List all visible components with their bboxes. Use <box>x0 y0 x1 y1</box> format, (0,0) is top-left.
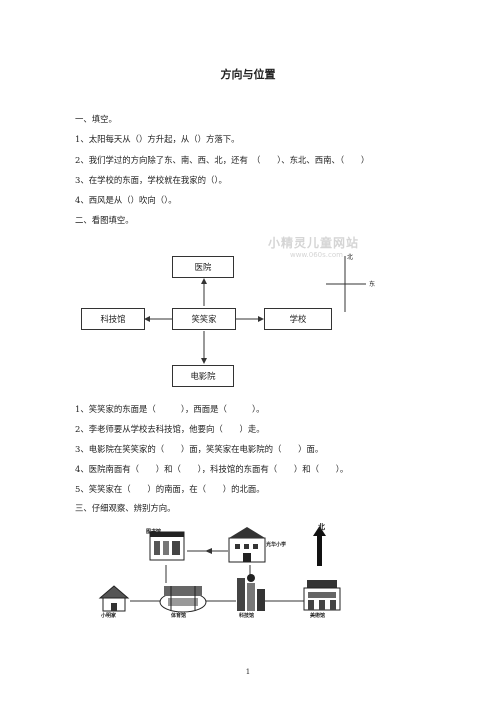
gallery-icon <box>303 580 341 611</box>
box-cinema: 电影院 <box>172 365 234 387</box>
page-title: 方向与位置 <box>220 68 276 81</box>
question-1-3: 3、在学校的东面，学校就在我家的（）。 <box>75 175 227 185</box>
section1-heading: 一、填空。 <box>75 114 117 124</box>
question-1-4: 4、西风是从（）吹向（）。 <box>75 195 177 205</box>
page-number: 1 <box>245 668 251 676</box>
arrow-library-icon <box>205 548 212 554</box>
box-home: 笑笑家 <box>172 308 236 330</box>
watermark-chinese: 小精灵儿童网站 <box>268 236 360 250</box>
box-museum: 科技馆 <box>81 308 145 330</box>
question-2-3: 3、电影院在笑笑家的（ ）面，笑笑家在电影院的（ ）面。 <box>75 444 324 454</box>
label-school: 光华小学 <box>266 542 287 548</box>
question-2-5: 5、笑笑家在（ ）的南面，在（ ）的北面。 <box>75 484 265 494</box>
section3-heading: 三、仔细观察、辨别方向。 <box>75 503 176 513</box>
library-building-icon <box>149 531 185 561</box>
box-school: 学校 <box>264 308 332 330</box>
question-2-2: 2、李老师要从学校去科技馆，他要向（ ）走。 <box>75 424 265 434</box>
science-museum-icon <box>237 574 265 611</box>
arrow-to-cinema-icon <box>201 358 207 364</box>
stadium-icon <box>159 586 207 613</box>
compass-north-label: 北 <box>347 254 354 261</box>
label-gallery: 美術馆 <box>310 613 326 619</box>
house-icon <box>98 585 130 612</box>
label-xiaoming-home: 小明家 <box>101 613 117 619</box>
label-museum: 科技馆 <box>239 613 255 619</box>
arrow-to-museum-icon <box>144 316 150 322</box>
north-arrow-shaft <box>317 534 322 566</box>
question-2-1: 1、笑笑家的东面是（ ），西面是（ ）。 <box>75 404 265 414</box>
question-1-2: 2、我们学过的方向除了东、南、西、北，还有 （ ）、东北、西南、（ ） <box>75 155 370 165</box>
label-stadium: 体育馆 <box>171 613 187 619</box>
question-1-1: 1、太阳每天从（）方升起，从（）方落下。 <box>75 134 240 144</box>
arrow-to-hospital-icon <box>201 278 207 284</box>
north-arrow-icon <box>313 526 326 536</box>
question-2-4: 4、医院南面有（ ）和（ ），科技馆的东面有（ ）和（ ）。 <box>75 464 349 474</box>
compass-east-label: 东 <box>369 281 376 288</box>
arrow-to-school-icon <box>258 316 264 322</box>
label-north: 北 <box>318 522 325 531</box>
section2-heading: 二、看图填空。 <box>75 215 134 225</box>
school-building-icon <box>228 527 266 563</box>
watermark-url: www.060s.com <box>290 251 343 259</box>
label-library: 图书馆 <box>146 529 162 535</box>
box-hospital: 医院 <box>172 256 234 278</box>
